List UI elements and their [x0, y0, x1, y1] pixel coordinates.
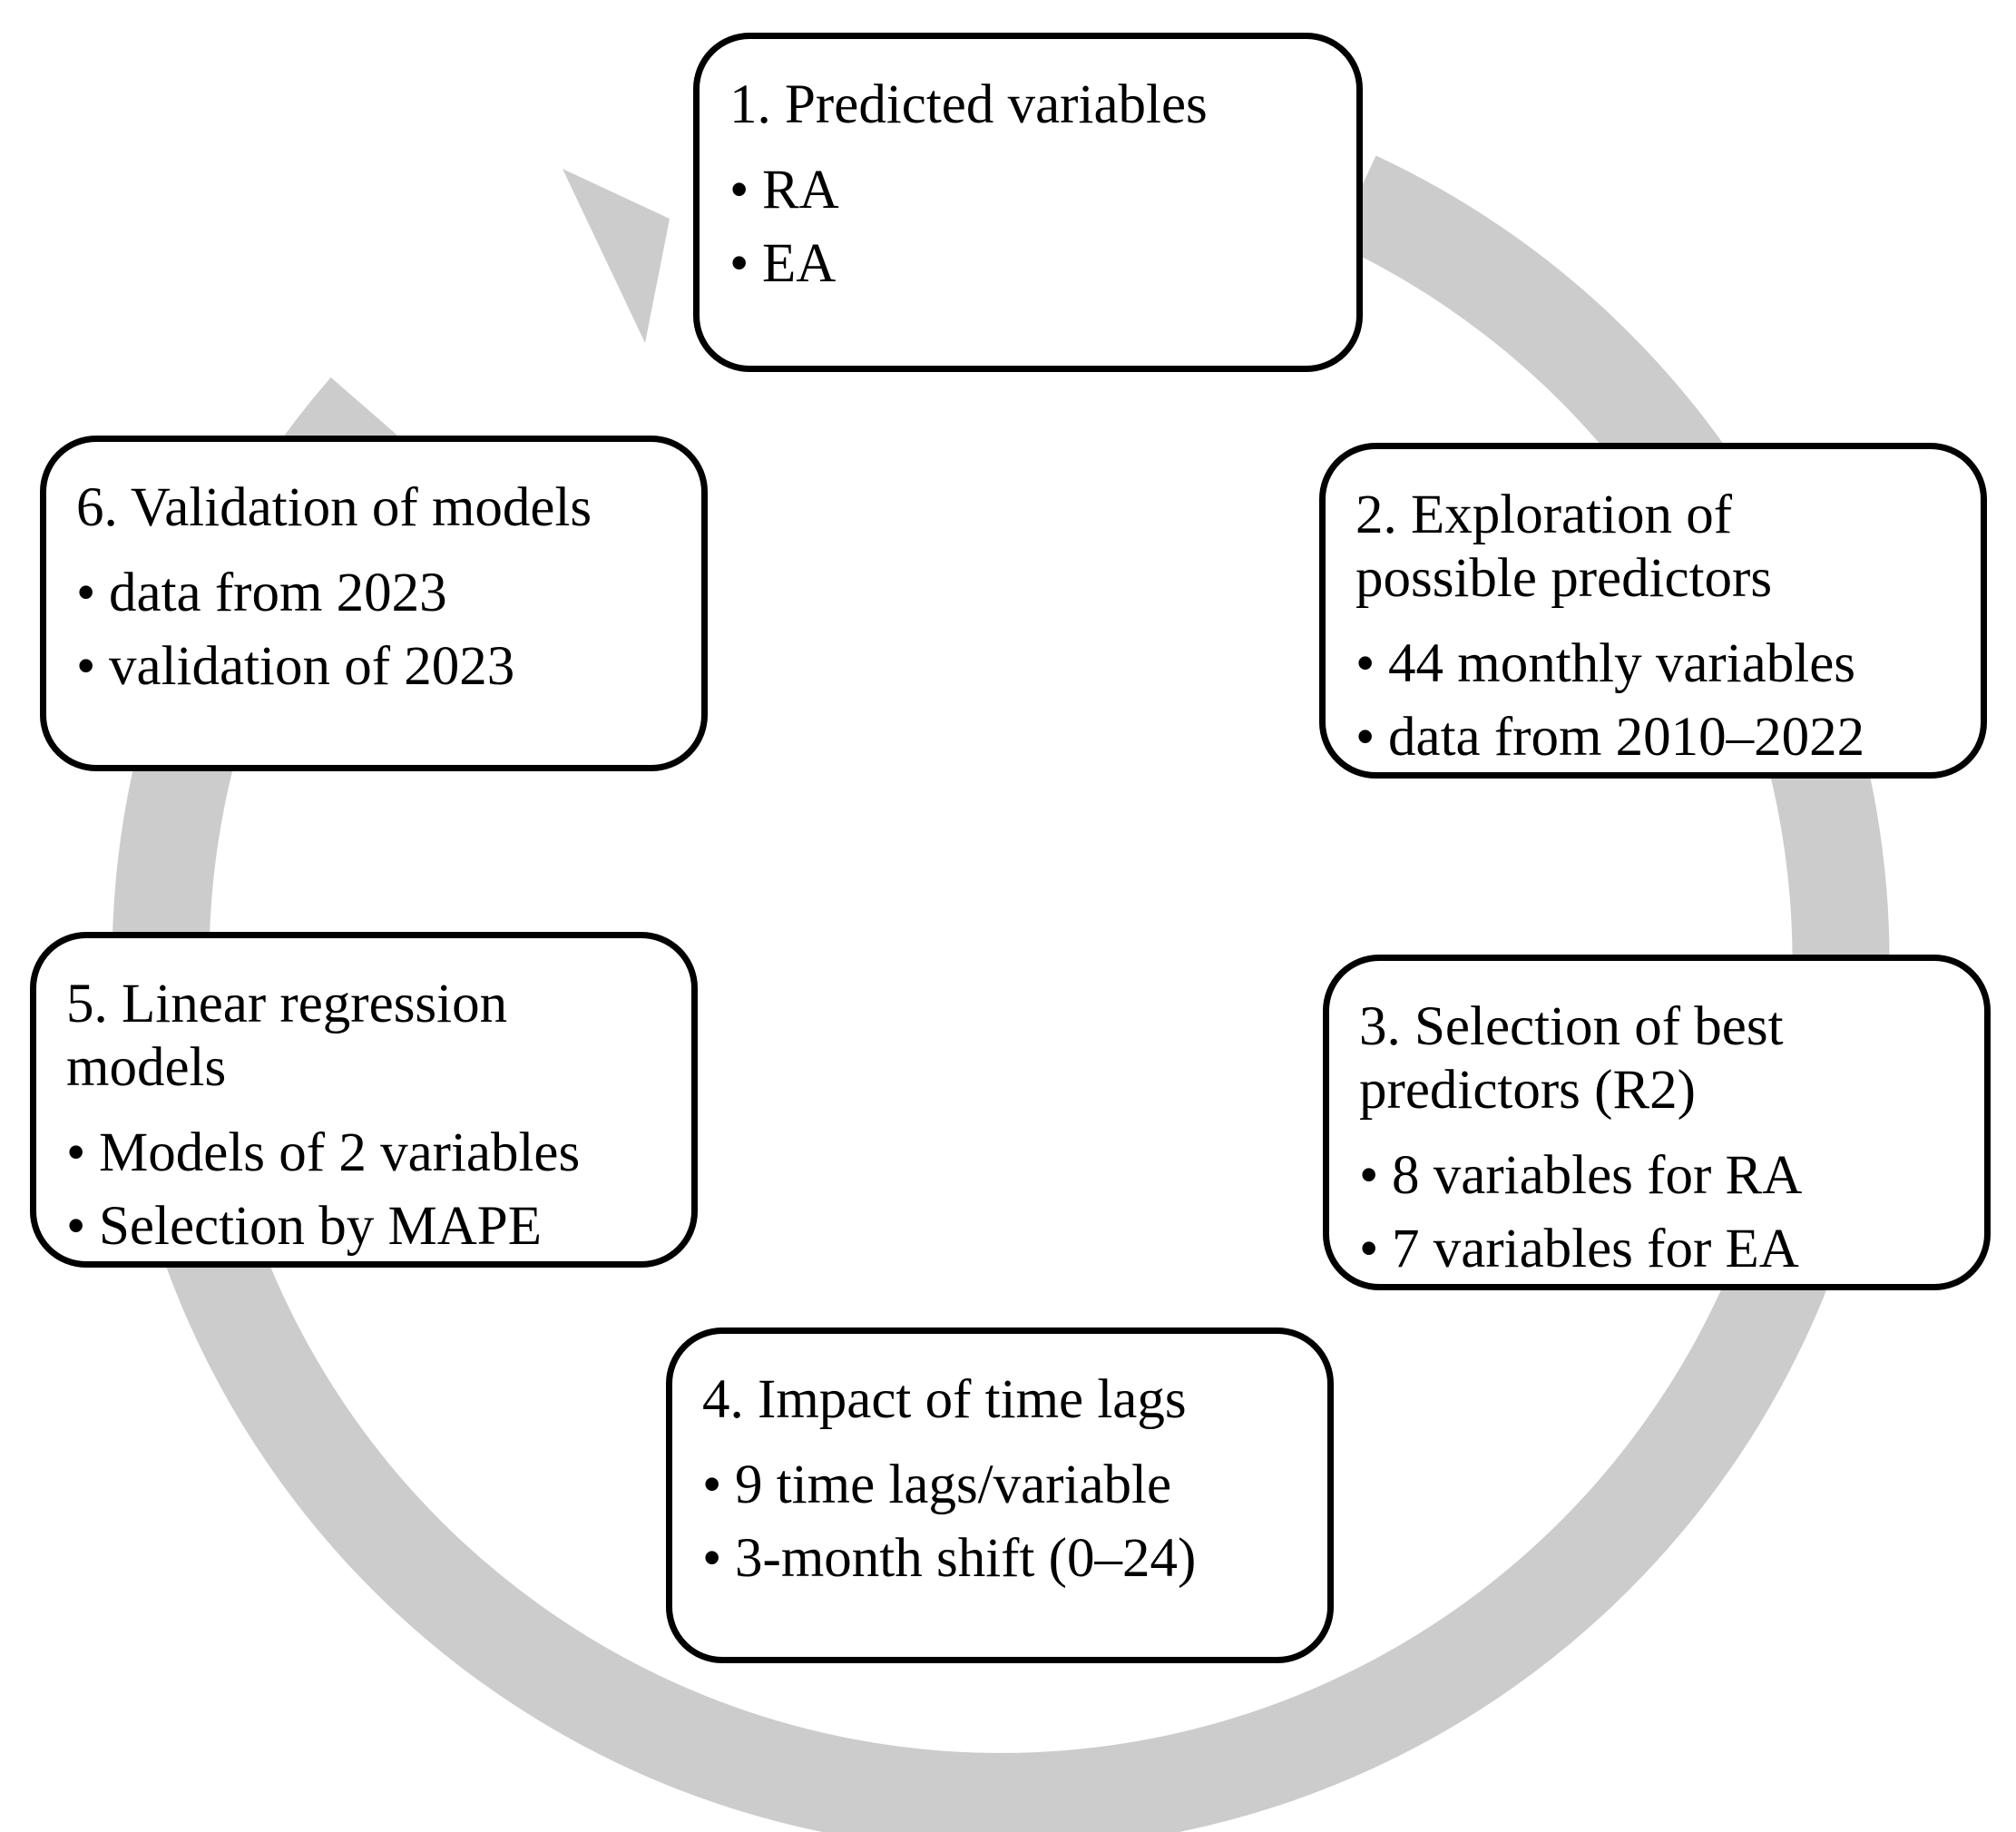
bullet-icon: • [702, 1528, 722, 1589]
step-5-title: 5. Linear regression models [66, 973, 664, 1100]
step-1-title: 1. Predicted variables [729, 74, 1208, 135]
step-6-box: 6. Validation of models •data from 2023 … [40, 436, 708, 771]
step-3-item-text: 8 variables for RA [1392, 1145, 1803, 1206]
step-5-item-text: Selection by MAPE [99, 1196, 542, 1257]
step-4-item: •9 time lags/variable [702, 1448, 1300, 1522]
step-6-item: •data from 2023 [76, 556, 674, 630]
step-2-item-text: data from 2010–2022 [1388, 707, 1865, 768]
step-2-title-line: possible predictors [1355, 548, 1773, 609]
step-2-item: •44 monthly variables [1355, 627, 1953, 700]
step-5-item: •Models of 2 variables [66, 1116, 664, 1190]
step-6-item: •validation of 2023 [76, 630, 674, 703]
step-5-title-line: 5. Linear regression [66, 974, 508, 1034]
step-3-item: •8 variables for RA [1359, 1139, 1957, 1212]
step-2-list: •44 monthly variables •data from 2010–20… [1355, 627, 1953, 774]
step-3-item: •7 variables for EA [1359, 1212, 1957, 1286]
step-1-item-text: EA [762, 233, 837, 294]
step-5-item-text: Models of 2 variables [99, 1122, 581, 1183]
step-1-item-text: RA [762, 160, 839, 220]
step-4-title: 4. Impact of time lags [702, 1369, 1187, 1430]
step-3-box: 3. Selection of best predictors (R2) •8 … [1323, 955, 1991, 1290]
step-1-box: 1. Predicted variables •RA •EA [693, 33, 1363, 372]
step-5-list: •Models of 2 variables •Selection by MAP… [66, 1116, 664, 1263]
step-2-box: 2. Exploration of possible predictors •4… [1319, 443, 1987, 779]
step-4-item-text: 3-month shift (0–24) [735, 1528, 1197, 1589]
step-2-title-line: 2. Exploration of [1355, 485, 1733, 545]
step-4-item-text: 9 time lags/variable [735, 1455, 1172, 1515]
step-5-item: •Selection by MAPE [66, 1190, 664, 1263]
step-2-item-text: 44 monthly variables [1388, 633, 1856, 694]
step-6-title: 6. Validation of models [76, 477, 592, 538]
step-3-item-text: 7 variables for EA [1392, 1219, 1799, 1279]
step-6-item-text: data from 2023 [109, 563, 447, 623]
bullet-icon: • [1355, 633, 1375, 694]
bullet-icon: • [702, 1455, 722, 1515]
step-4-list: •9 time lags/variable •3-month shift (0–… [702, 1448, 1300, 1595]
step-1-item: •RA [729, 153, 1329, 227]
step-6-item-text: validation of 2023 [109, 636, 515, 697]
bullet-icon: • [66, 1122, 86, 1183]
bullet-icon: • [1359, 1145, 1379, 1206]
step-2-title: 2. Exploration of possible predictors [1355, 484, 1953, 611]
bullet-icon: • [76, 636, 96, 697]
step-4-box: 4. Impact of time lags •9 time lags/vari… [666, 1327, 1334, 1663]
step-1-item: •EA [729, 227, 1329, 300]
step-3-list: •8 variables for RA •7 variables for EA [1359, 1139, 1957, 1286]
step-3-title-line: 3. Selection of best [1359, 996, 1784, 1057]
bullet-icon: • [729, 160, 749, 220]
step-5-box: 5. Linear regression models •Models of 2… [30, 932, 698, 1268]
bullet-icon: • [76, 563, 96, 623]
step-1-list: •RA •EA [729, 153, 1329, 300]
step-3-title-line: predictors (R2) [1359, 1060, 1696, 1121]
step-6-list: •data from 2023 •validation of 2023 [76, 556, 674, 703]
step-2-item: •data from 2010–2022 [1355, 700, 1953, 774]
bullet-icon: • [1359, 1219, 1379, 1279]
bullet-icon: • [729, 233, 749, 294]
cycle-arrowhead [563, 169, 670, 343]
step-3-title: 3. Selection of best predictors (R2) [1359, 995, 1957, 1122]
bullet-icon: • [66, 1196, 86, 1257]
step-4-item: •3-month shift (0–24) [702, 1522, 1300, 1595]
bullet-icon: • [1355, 707, 1375, 768]
step-5-title-line: models [66, 1037, 227, 1098]
